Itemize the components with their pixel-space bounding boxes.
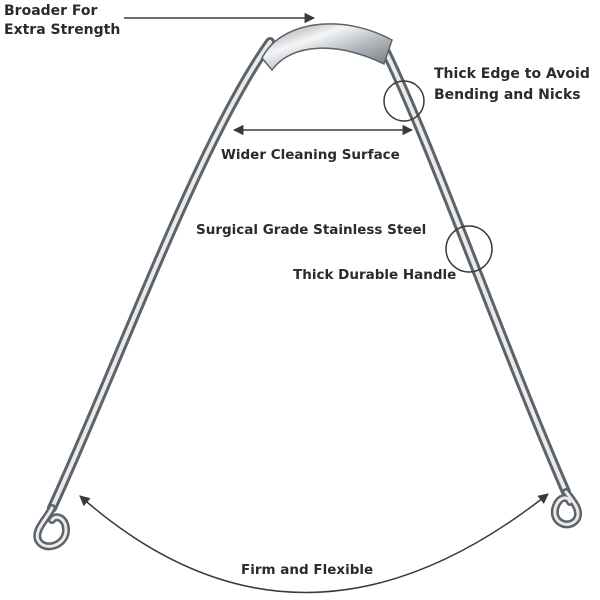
broader-label-line2: Extra Strength <box>4 22 121 38</box>
flexible-arc-arrow-icon <box>79 493 549 594</box>
thick-edge-label-line1: Thick Edge to Avoid <box>434 66 590 82</box>
wider-surface-label: Wider Cleaning Surface <box>221 147 400 163</box>
thick-edge-label-line2: Bending and Nicks <box>434 87 581 103</box>
tongue-cleaner <box>33 23 583 551</box>
broad-top-band <box>261 23 393 72</box>
thick-edge-circle-highlight-icon <box>383 80 425 122</box>
broader-label: Broader For Extra Strength <box>4 2 120 40</box>
steel-label: Surgical Grade Stainless Steel <box>196 222 427 238</box>
broader-label-line1: Broader For <box>4 3 98 19</box>
thick-edge-label: Thick Edge to Avoid Bending and Nicks <box>434 64 590 106</box>
firm-flexible-label: Firm and Flexible <box>241 562 374 578</box>
handle-label: Thick Durable Handle <box>293 267 457 283</box>
handle-circle-highlight-icon <box>445 225 493 273</box>
